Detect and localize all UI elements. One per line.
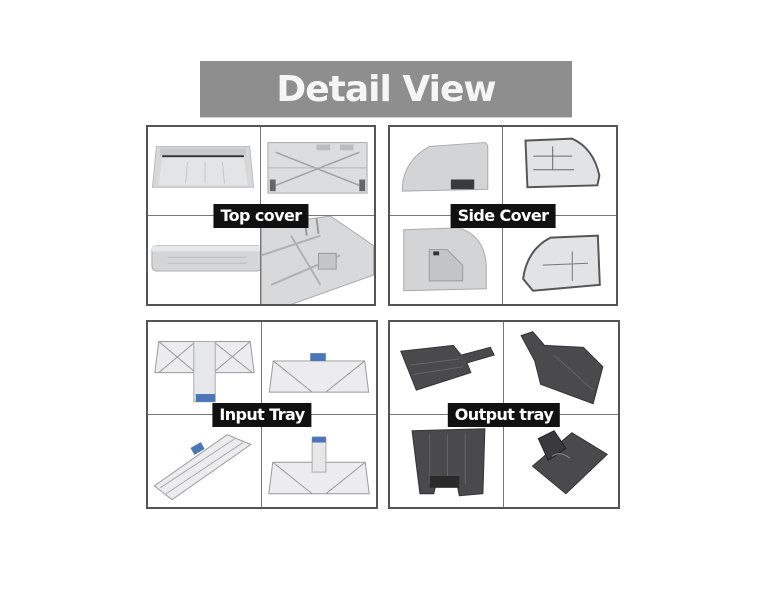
input-tray-extended-image (154, 340, 255, 403)
image-side-cover-inner (503, 127, 616, 216)
image-input-tray-angled (148, 414, 262, 507)
image-input-tray-upright (262, 415, 376, 508)
top-cover-side-image (151, 244, 260, 272)
side-cover-outer-alt-image (403, 226, 487, 291)
side-cover-inner-image (524, 137, 601, 189)
top-cover-closeup-image (261, 215, 374, 304)
image-top-cover-underside (261, 127, 374, 216)
panel-top-cover: Top cover (146, 125, 376, 306)
top-cover-front-image (151, 145, 255, 188)
image-output-tray-side (390, 322, 504, 415)
image-input-tray-front (262, 322, 376, 415)
panel-label-output-tray: Output tray (447, 402, 561, 427)
top-cover-underside-image (267, 142, 368, 194)
output-tray-top-image (411, 427, 486, 496)
panel-label-side-cover: Side Cover (450, 203, 556, 228)
input-tray-angled-image (153, 433, 252, 500)
panel-label-top-cover: Top cover (213, 203, 309, 228)
header-banner: Detail View (200, 61, 572, 117)
input-tray-upright-image (268, 436, 370, 494)
page-title: Detail View (276, 68, 496, 110)
panel-side-cover: Side Cover (388, 125, 618, 306)
image-side-cover-outer (390, 127, 503, 216)
image-side-cover-outer-alt (390, 215, 503, 304)
side-cover-outer-image (401, 142, 489, 192)
image-top-cover-front (148, 127, 261, 216)
image-top-cover-side (148, 215, 261, 304)
output-tray-angled-image (520, 331, 604, 405)
panel-output-tray: Output tray (388, 320, 620, 509)
side-cover-inner-alt-image (522, 234, 601, 292)
panel-input-tray: Input Tray (146, 320, 378, 509)
image-output-tray-top (390, 414, 504, 507)
input-tray-front-image (268, 353, 370, 393)
image-output-tray-angled (504, 322, 618, 415)
image-input-tray-extended (148, 322, 262, 415)
image-side-cover-inner-alt (503, 216, 616, 305)
panel-label-input-tray: Input Tray (212, 402, 312, 427)
output-tray-flap-image (531, 429, 609, 494)
output-tray-side-image (400, 344, 495, 391)
image-top-cover-closeup (261, 215, 374, 304)
image-output-tray-flap (504, 415, 618, 508)
